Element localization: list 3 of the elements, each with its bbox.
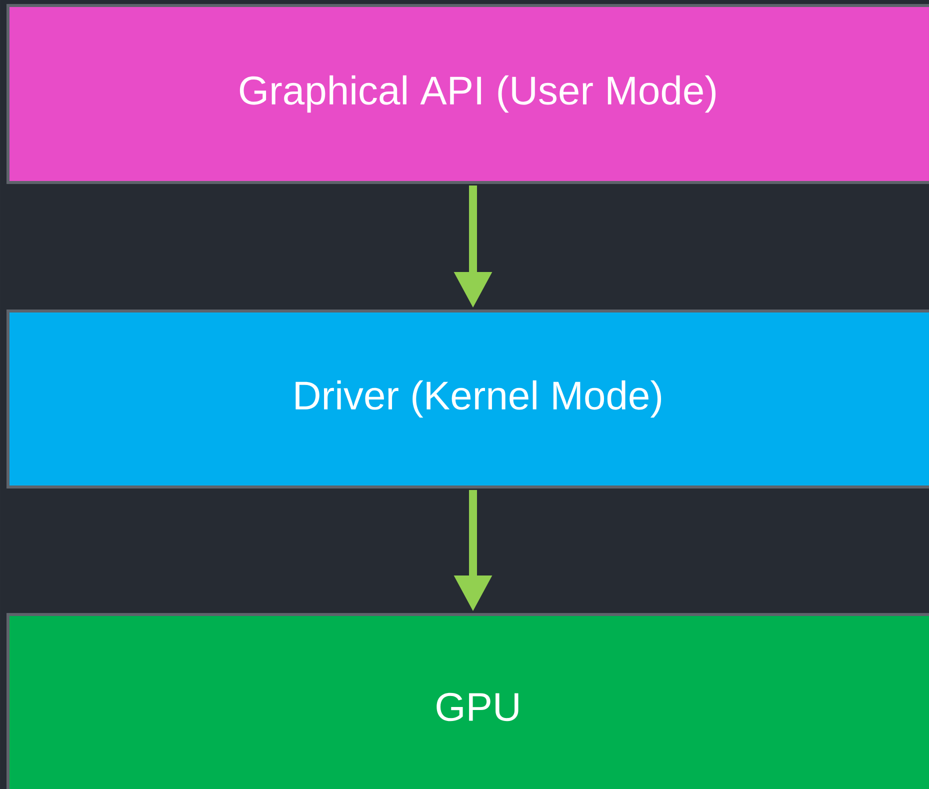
process-box: GPU (6, 613, 929, 789)
process-box: Graphical API (User Mode) (6, 4, 929, 184)
process-box: Driver (Kernel Mode) (6, 310, 929, 488)
